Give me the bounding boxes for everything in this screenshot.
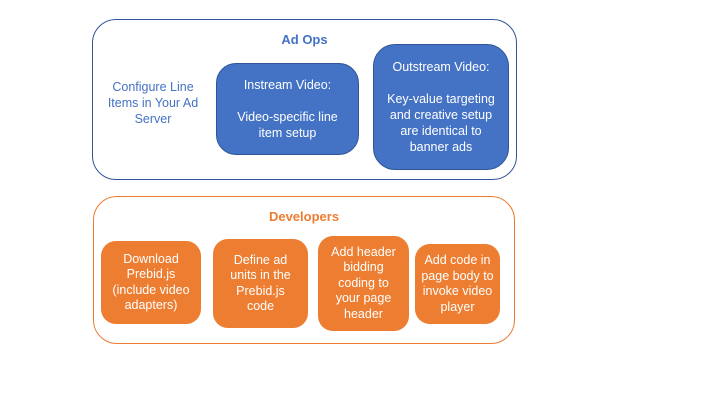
instream-video-box: Instream Video: Video-specific line item… (216, 63, 359, 155)
ad-ops-title: Ad Ops (281, 32, 328, 47)
developers-section: Developers Download Prebid.js (include v… (93, 196, 515, 344)
ad-ops-section: Ad Ops Configure Line Items in Your Ad S… (92, 19, 517, 180)
dev-step-download-prebid-box: Download Prebid.js (include video adapte… (101, 241, 201, 324)
outstream-video-box: Outstream Video: Key-value targeting and… (373, 44, 509, 170)
dev-step-add-page-body-code-box: Add code in page body to invoke video pl… (415, 244, 500, 324)
configure-line-items-note: Configure Line Items in Your Ad Server (107, 80, 199, 126)
dev-step-define-ad-units-box: Define ad units in the Prebid.js code (213, 239, 308, 328)
dev-step-add-header-bidding-box: Add header bidding coding to your page h… (318, 236, 409, 331)
developers-title: Developers (268, 209, 340, 224)
